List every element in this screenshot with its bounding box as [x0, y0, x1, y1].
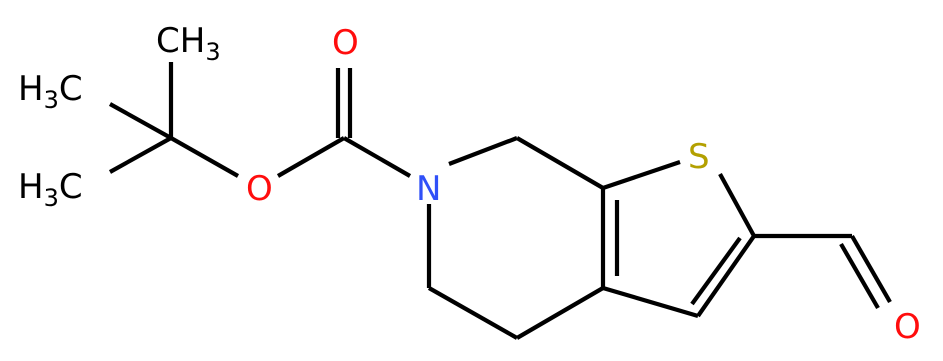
n-ring-label: N: [416, 169, 441, 209]
bond-c2-c3-inner: [690, 236, 742, 306]
h3c-low-label: H3C: [18, 167, 83, 212]
bond-n-c7: [448, 136, 518, 166]
ch3-top-label: CH3: [156, 21, 221, 66]
bond-c2-c3: [696, 234, 756, 318]
bond-cq-ch3mid: [108, 102, 173, 140]
h3c-mid-label: H3C: [18, 69, 83, 114]
bond-c5-c3a: [515, 286, 605, 340]
bond-cq-ch3low: [108, 136, 173, 174]
bond-cho-o-b: [839, 242, 880, 310]
bond-s-c2: [718, 172, 756, 238]
bond-c4-c5: [427, 286, 519, 340]
o-carbonyl-label: O: [332, 23, 359, 63]
bond-ccarb-n: [342, 136, 412, 178]
bond-c3-c3a: [602, 285, 699, 319]
bond-c7-c7a: [515, 136, 605, 190]
bond-cq-oester: [169, 136, 240, 178]
bond-oester-ccarb: [276, 136, 346, 178]
bond-c7a-s: [602, 160, 681, 190]
s-ring-label: S: [688, 137, 710, 177]
atom-labels: CH3 H3C H3C O O N S O: [18, 21, 921, 347]
bond-cho-o-a: [850, 234, 892, 304]
bonds: [108, 62, 892, 340]
o-aldehyde-label: O: [894, 307, 921, 347]
o-ester-label: O: [246, 169, 273, 209]
